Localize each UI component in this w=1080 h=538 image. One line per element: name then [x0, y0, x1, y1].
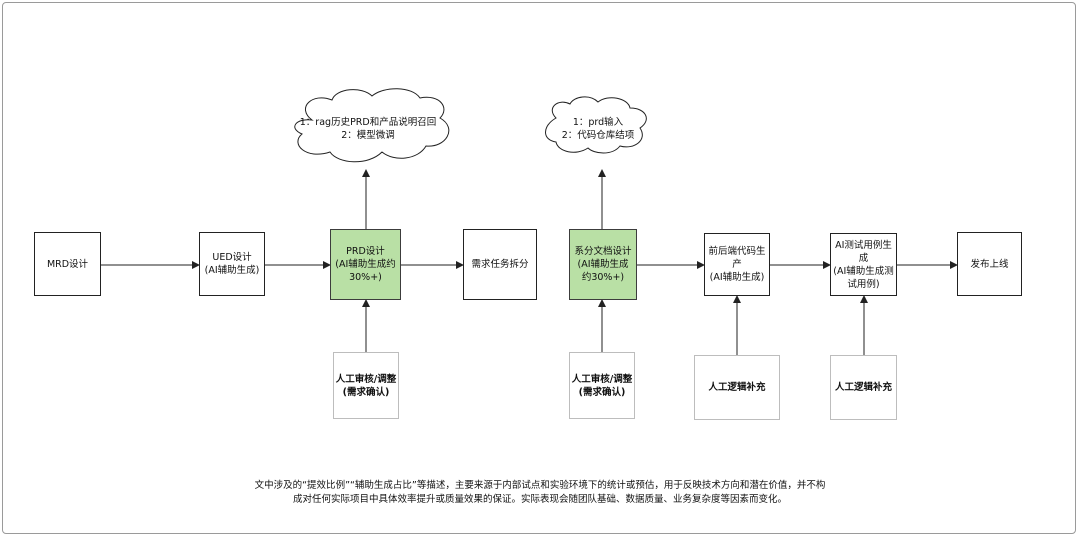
prd-cloud-shape: [294, 88, 450, 163]
input-test-logic-label: 人工逻辑补充: [834, 382, 892, 393]
node-prd-label: PRD设计 (AI辅助生成约 30%+): [335, 246, 396, 283]
node-task-split-label: 需求任务拆分: [471, 259, 529, 270]
node-system-doc-label: 系分文档设计 (AI辅助生成 约30%+): [574, 246, 632, 283]
node-release-label: 发布上线: [970, 258, 1009, 270]
input-code-logic: 人工逻辑补充: [694, 355, 780, 420]
node-mrd-design: MRD设计: [34, 232, 101, 296]
node-code-gen: 前后端代码生 产 (AI辅助生成): [704, 233, 770, 296]
system-cloud-text: 1：prd输入 2：代码仓库结项: [561, 117, 635, 141]
input-system-review-label: 人工审核/调整 (需求确认): [571, 373, 633, 398]
input-prd-review-label: 人工审核/调整 (需求确认): [335, 373, 397, 398]
input-system-review: 人工审核/调整 (需求确认): [569, 352, 635, 419]
node-test-gen: AI测试用例生 成 (AI辅助生成测 试用例): [830, 233, 897, 296]
disclaimer-text: 文中涉及的“提效比例”“辅助生成占比”等描述，主要来源于内部试点和实验环境下的统…: [254, 480, 826, 505]
node-mrd-label: MRD设计: [46, 258, 89, 270]
input-test-logic: 人工逻辑补充: [830, 355, 897, 420]
node-code-gen-label: 前后端代码生 产 (AI辅助生成): [708, 246, 766, 283]
node-prd-design: PRD设计 (AI辅助生成约 30%+): [330, 229, 401, 300]
input-prd-review: 人工审核/调整 (需求确认): [333, 352, 399, 419]
node-ued-design: UED设计 (AI辅助生成): [199, 232, 265, 296]
node-system-doc-design: 系分文档设计 (AI辅助生成 约30%+): [569, 229, 637, 300]
node-ued-label: UED设计 (AI辅助生成): [204, 252, 260, 276]
node-release: 发布上线: [957, 232, 1022, 296]
node-task-split: 需求任务拆分: [463, 229, 537, 300]
node-test-gen-label: AI测试用例生 成 (AI辅助生成测 试用例): [833, 239, 894, 290]
prd-cloud-text: 1：rag历史PRD和产品说明召回 2：模型微调: [299, 117, 437, 141]
input-code-logic-label: 人工逻辑补充: [708, 382, 766, 393]
system-cloud-shape: [545, 96, 647, 154]
